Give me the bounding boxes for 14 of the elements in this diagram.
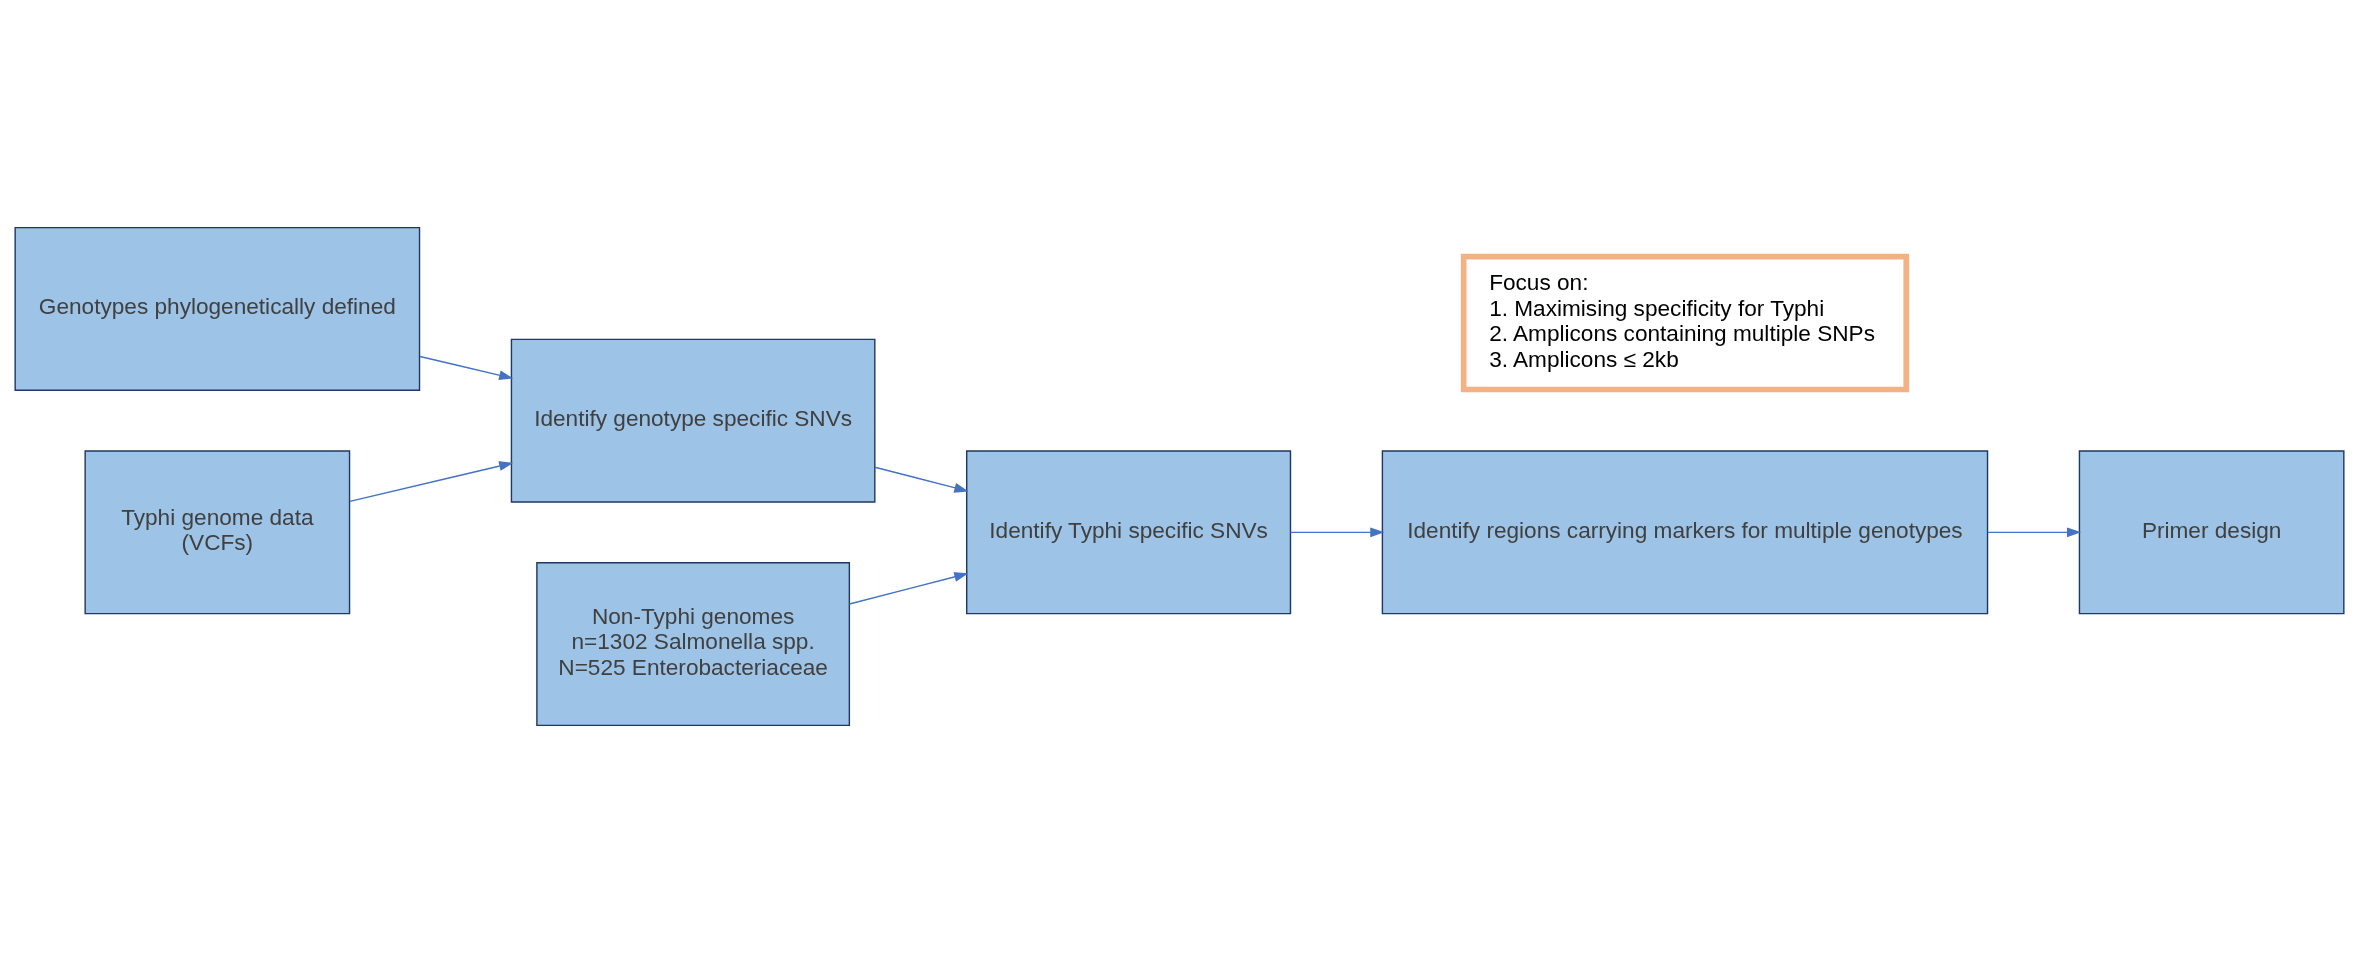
arrow: [419, 355, 514, 381]
node-box: Identify genotype specific SNVs: [510, 338, 876, 503]
arrow: [848, 572, 969, 605]
node-box: Focus on: 1. Maximising specificity for Typhi 2. Amplicons containing multiple SNPs 3. Amplicons ≤ 2kb: [1460, 253, 1910, 393]
arrow: [349, 461, 514, 503]
node-box: Typhi genome data (VCFs): [84, 450, 351, 615]
node-box: Identify regions carrying markers for multiple genotypes: [1381, 450, 1989, 615]
node-box: Non-Typhi genomes n=1302 Salmonella spp. N=525 Enterobacteriaceae: [536, 562, 851, 727]
arrow: [874, 466, 969, 493]
node-box: Identify Typhi specific SNVs: [966, 450, 1292, 615]
arrow: [1289, 527, 1385, 538]
node-box: Genotypes phylogenetically defined: [14, 226, 421, 391]
arrow: [1987, 527, 2082, 538]
node-box: Primer design: [2078, 450, 2345, 615]
